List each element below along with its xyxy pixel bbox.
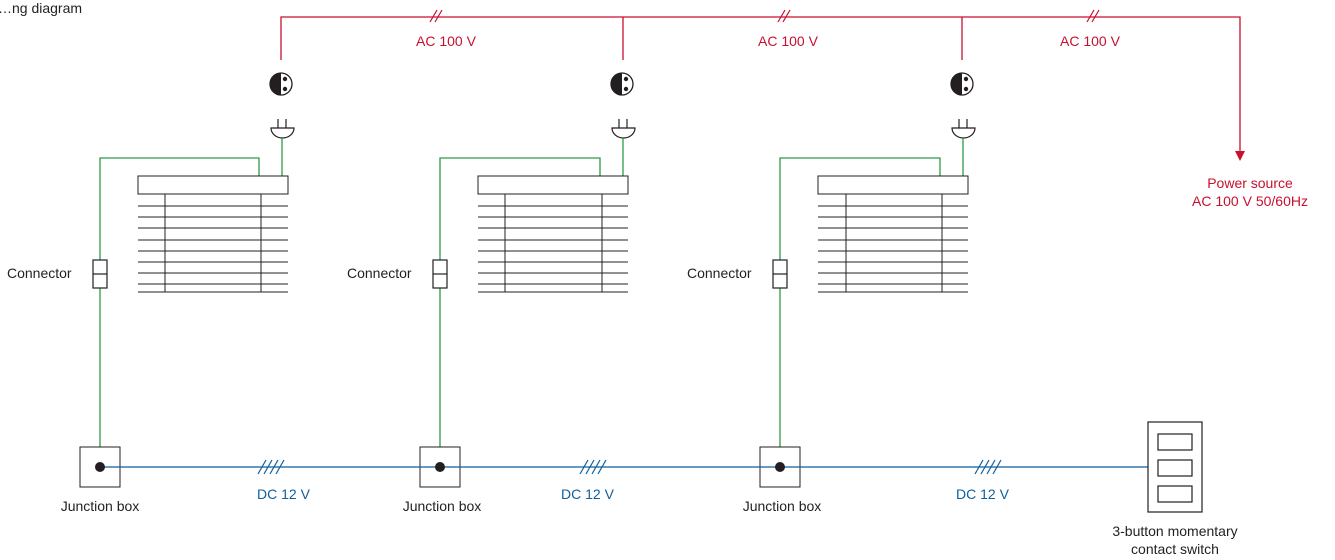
ac-cable-mark: [777, 9, 791, 23]
power-source-line1: Power source: [1207, 175, 1293, 191]
switch-label-line2: contact switch: [1131, 541, 1219, 557]
connector-label-2: Connector: [347, 265, 412, 281]
junction-dot: [775, 462, 785, 472]
ac-label-1: AC 100 V: [416, 33, 477, 49]
motor-wiring: [439, 138, 624, 467]
power-arrow: [1235, 151, 1245, 161]
ac-label-2: AC 100 V: [758, 33, 819, 49]
outlet-icon: [610, 72, 634, 96]
connector-label-1: Connector: [7, 265, 72, 281]
junction-box-label-2: Junction box: [403, 498, 482, 514]
junction-box-label-3: Junction box: [743, 498, 822, 514]
ac-cable-mark: [1086, 9, 1100, 23]
ac-bus: [280, 16, 1241, 155]
dc-cable-mark: [257, 459, 285, 475]
blind: [137, 175, 289, 293]
connector-icon: [772, 259, 788, 289]
power-source-line2: AC 100 V 50/60Hz: [1192, 193, 1308, 209]
plug-icon: [951, 119, 976, 139]
motor-wiring: [99, 138, 283, 467]
junction-dot: [95, 462, 105, 472]
switch-label-line1: 3-button momentary: [1112, 523, 1237, 539]
dc-label-1: DC 12 V: [257, 486, 311, 502]
outlet-icon: [950, 72, 974, 96]
connector-label-3: Connector: [687, 265, 752, 281]
junction-box-label-1: Junction box: [61, 498, 140, 514]
plug-icon: [270, 119, 295, 139]
blind: [477, 175, 629, 293]
junction-dot: [435, 462, 445, 472]
switch-icon: [1147, 421, 1203, 513]
dc-label-2: DC 12 V: [561, 486, 615, 502]
plug-icon: [611, 119, 636, 139]
dc-cable-mark: [579, 459, 607, 475]
outlet-icon: [269, 72, 293, 96]
blind: [817, 175, 969, 293]
ac-label-3: AC 100 V: [1060, 33, 1121, 49]
diagram-title: …ng diagram: [0, 0, 82, 16]
dc-label-3: DC 12 V: [956, 486, 1010, 502]
connector-icon: [432, 259, 448, 289]
motor-wiring: [779, 138, 964, 467]
ac-cable-mark: [429, 9, 443, 23]
dc-cable-mark: [974, 459, 1002, 475]
connector-icon: [92, 259, 108, 289]
